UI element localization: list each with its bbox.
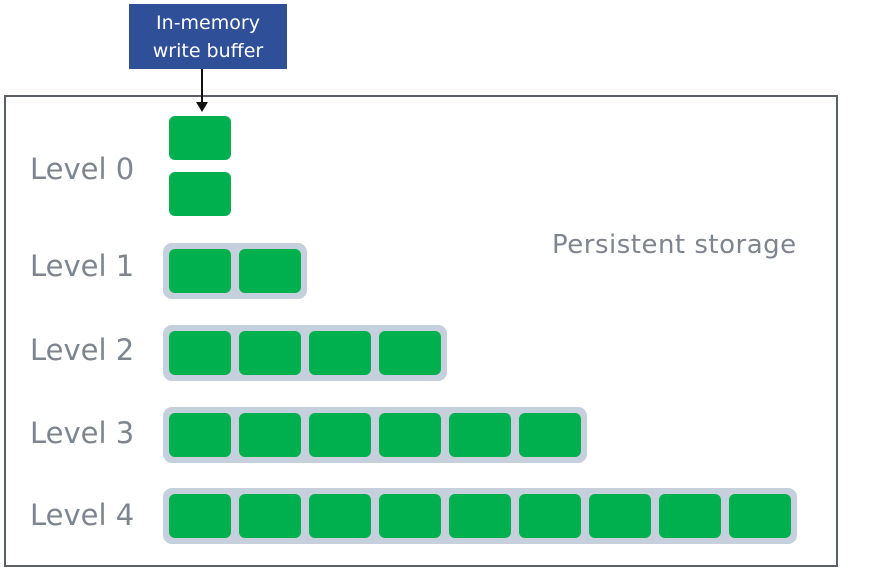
- in-memory-write-buffer: In-memory write buffer: [129, 4, 287, 69]
- level-label-4: Level 4: [30, 498, 135, 532]
- level-1-block: [169, 249, 231, 293]
- level-label-0: Level 0: [30, 152, 135, 186]
- level-2-block: [169, 331, 231, 375]
- level-4-block: [449, 494, 511, 538]
- buffer-label-line-2: write buffer: [152, 39, 264, 62]
- level-label-1: Level 1: [30, 249, 135, 283]
- level-4-block: [589, 494, 651, 538]
- level-1-block: [239, 249, 301, 293]
- level-4-block: [309, 494, 371, 538]
- level-4-block: [729, 494, 791, 538]
- level-2-block: [309, 331, 371, 375]
- level-label-3: Level 3: [30, 416, 135, 450]
- persistent-storage-frame: [4, 95, 838, 567]
- flush-arrow-shaft: [201, 69, 203, 103]
- level-4-block: [239, 494, 301, 538]
- persistent-storage-label: Persistent storage: [552, 230, 797, 260]
- level-2-block: [239, 331, 301, 375]
- flush-arrow-head-icon: [196, 102, 208, 112]
- level-3-block: [379, 413, 441, 457]
- level-3-block: [309, 413, 371, 457]
- level-4-block: [379, 494, 441, 538]
- level-3-tray: [163, 407, 587, 463]
- buffer-label-line-1: In-memory: [156, 11, 260, 34]
- level-4-block: [659, 494, 721, 538]
- level-3-block: [519, 413, 581, 457]
- level-2-block: [379, 331, 441, 375]
- level-0-block: [169, 172, 231, 216]
- level-label-2: Level 2: [30, 333, 135, 367]
- level-4-block: [169, 494, 231, 538]
- level-4-block: [519, 494, 581, 538]
- level-3-block: [449, 413, 511, 457]
- level-0-block: [169, 116, 231, 160]
- level-3-block: [239, 413, 301, 457]
- level-3-block: [169, 413, 231, 457]
